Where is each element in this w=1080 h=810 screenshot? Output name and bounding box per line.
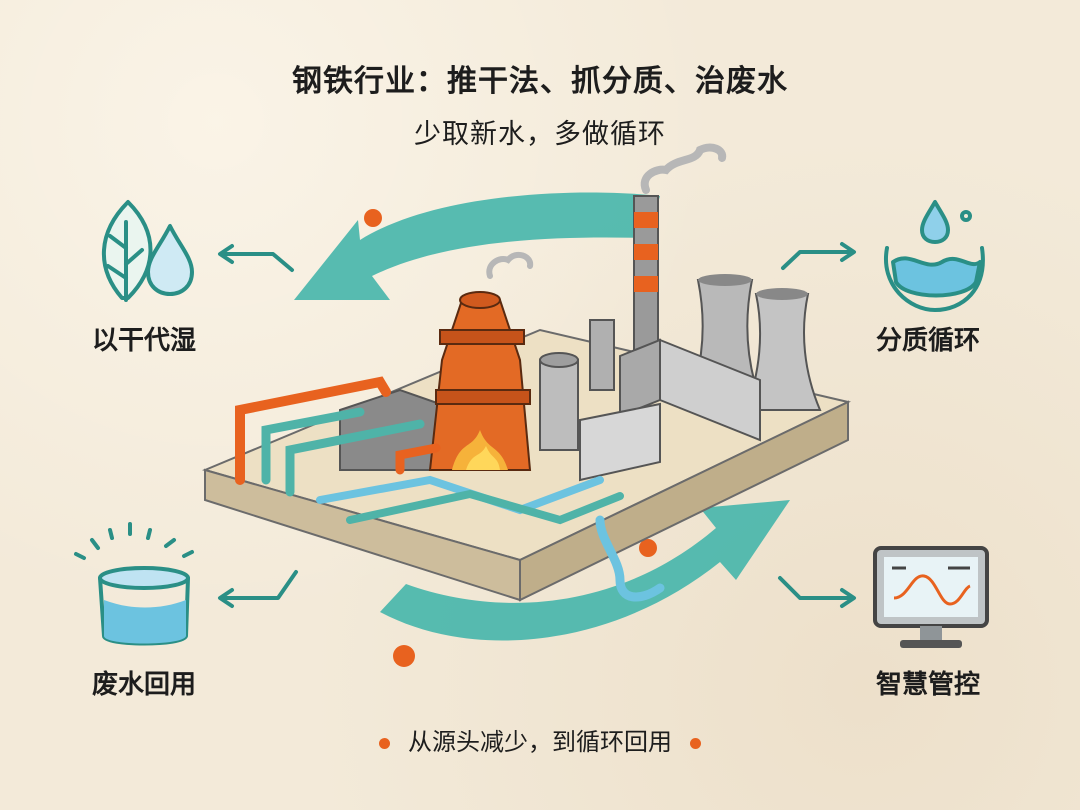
arrow-to-cycle-icon: [781, 250, 854, 270]
accent-dot: [393, 645, 415, 667]
cycle-arrow-bottom: [380, 500, 790, 641]
footer-dot-left: [379, 737, 390, 749]
arrowhead: [218, 588, 234, 608]
accent-dot: [364, 209, 382, 227]
page-subtitle: 少取新水，多做循环: [414, 119, 666, 150]
arrowhead: [218, 244, 234, 264]
arrow-to-dry-icon: [220, 252, 294, 272]
arrow-to-monitor-icon: [778, 576, 854, 600]
footer-dot-right: [690, 737, 701, 749]
water-cycle-icon: [883, 200, 985, 312]
feature-label-cycle: 分质循环: [876, 326, 981, 356]
accent-dot: [639, 539, 657, 557]
feature-label-reuse: 废水回用: [92, 670, 197, 700]
feature-label-smart: 智慧管控: [876, 670, 981, 700]
footer: 从源头减少，到循环回用: [0, 722, 1080, 757]
page-title: 钢铁行业：推干法、抓分质、治废水: [292, 64, 788, 99]
arrow-to-bucket-icon: [220, 570, 298, 600]
blast-furnace: [428, 251, 534, 471]
arrowhead: [840, 588, 856, 608]
water-bucket-icon: [74, 522, 194, 646]
arrowhead: [840, 242, 856, 262]
leaf-water-drop-icon: [101, 200, 194, 302]
footer-text: 从源头减少，到循环回用: [408, 728, 672, 756]
feature-label-dry: 以干代湿: [92, 326, 197, 356]
chimney: [633, 143, 727, 383]
monitor-chart-icon: [873, 546, 989, 648]
cycle-arrow-top: [294, 192, 660, 300]
pipes: [235, 376, 665, 602]
